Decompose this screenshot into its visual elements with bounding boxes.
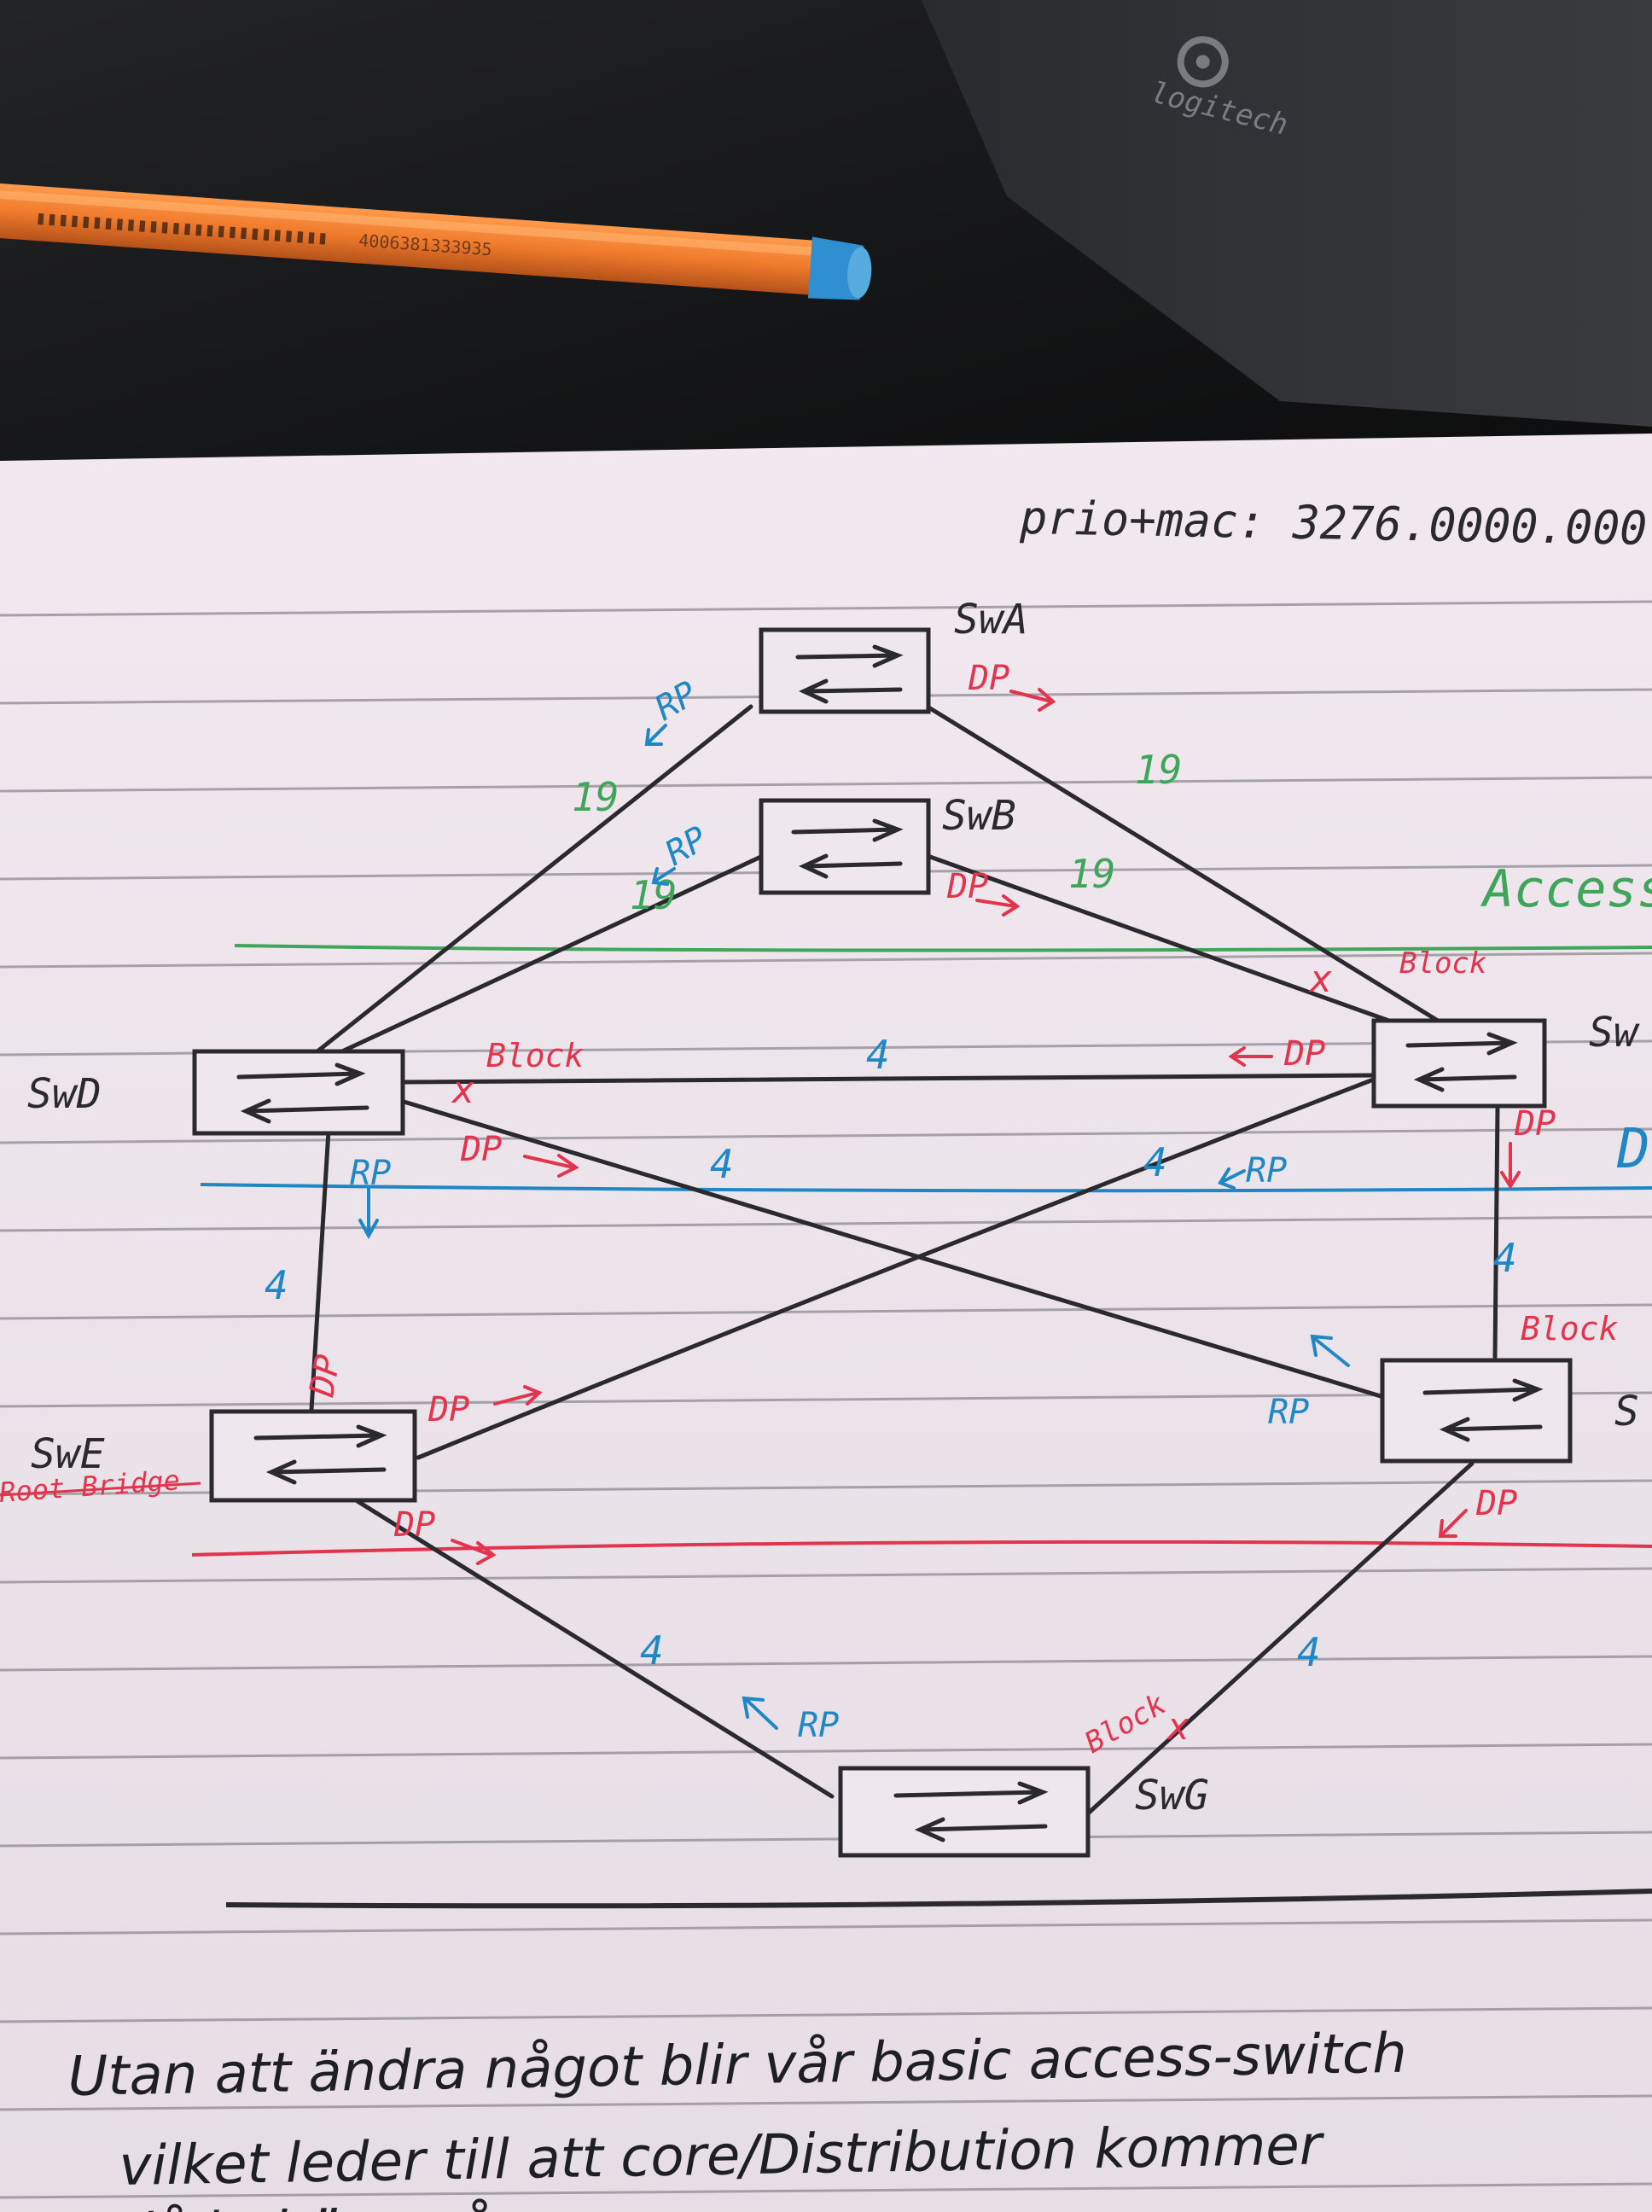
cost-d-c: 4 [866,1032,890,1078]
link-swd-swe [309,1128,331,1412]
page-divider-line [225,1889,1652,1909]
cost-e-g: 4 [640,1627,664,1674]
ruled-line [0,1918,1652,1936]
root-bridge-strike [0,1481,201,1497]
cost-c-f: 4 [1493,1235,1517,1281]
swa-dp: DP [968,659,1009,698]
core-layer-line [191,1540,1652,1557]
cost-c-e: 4 [1143,1139,1167,1185]
link-swb-swc [928,854,1434,1039]
switch-swd [192,1049,405,1136]
link-swa-swc [928,706,1440,1023]
swc-name: Sw [1589,1009,1640,1057]
swg-name: SwG [1135,1772,1209,1819]
swc-block: Block [1399,946,1486,981]
swg-rp: RP [798,1706,839,1745]
switch-swb [759,798,931,895]
switches [192,627,1573,1858]
switch-swf [1380,1358,1573,1464]
ruled-line [0,1567,1652,1584]
notebook-page [0,434,1652,2212]
port-arrows [358,688,1521,1730]
ruled-line [0,2094,1652,2111]
ruled-line [0,1215,1652,1232]
cost-a-d: 19 [572,774,619,820]
link-swc-swe [416,1076,1378,1460]
switch-swg [838,1766,1091,1858]
ruled-line [0,1655,1652,1672]
access-layer-line [234,944,1652,952]
ruled-line [0,776,1652,793]
ruled-line [0,1831,1652,1848]
swd-name: SwD [27,1070,102,1118]
cost-d-f: 4 [710,1141,734,1187]
ruled-line [0,2006,1652,2023]
swf-block: Block [1521,1310,1619,1348]
swe-dp-down: DP [393,1505,435,1545]
swf-name: S [1614,1388,1639,1435]
ruled-line [0,2182,1652,2199]
swd-x: x [451,1068,475,1112]
swc-rp: RP [1246,1151,1287,1190]
swc-dp-down: DP [1514,1104,1556,1144]
swd-dp: DP [460,1130,502,1169]
cost-d-e: 4 [265,1262,288,1308]
switch-swe [209,1409,417,1503]
link-swb-swd [329,853,767,1059]
link-swf-swg [1085,1461,1475,1816]
swg-x: x [1166,1705,1190,1749]
swf-rp: RP [1268,1393,1309,1432]
priority-mac-header: prio+mac: 3276.0000.000 [1019,491,1648,556]
ruled-line [0,952,1652,969]
network-links [288,704,1500,1816]
swf-dp: DP [1475,1484,1517,1523]
ruled-line [0,600,1652,617]
ruled-line [0,1127,1652,1144]
switch-swc [1371,1018,1547,1109]
switch-swa [759,627,931,714]
swa-name: SwA [954,596,1028,643]
swb-name: SwB [942,792,1016,840]
ruled-line [0,1743,1652,1760]
cost-a-c: 19 [1135,747,1182,793]
swc-x: x [1308,958,1333,1001]
ruled-line [0,1303,1652,1320]
swd-rp: RP [350,1154,391,1193]
distribution-layer-line [200,1183,1652,1193]
distribution-layer-label: D [1616,1118,1650,1181]
swe-dp-right: DP [428,1390,469,1429]
swc-dp-left: DP [1283,1034,1325,1074]
cost-b-c: 19 [1068,851,1115,897]
link-swd-swf [398,1098,1383,1399]
cost-f-g: 4 [1297,1629,1321,1675]
link-swd-swc [403,1073,1376,1085]
pen: ▮▮▮▮▮▮▮▮▮▮▮▮▮▮▮▮▮▮▮▮▮▮▮▮▮▮ 4006381333935 [0,182,872,300]
swd-block: Block [486,1037,585,1074]
link-swa-swd [315,704,753,1054]
swe-name: SwE [31,1430,105,1478]
link-swe-swg [288,1457,835,1799]
keyboard [922,0,1652,427]
link-swc-swf [1492,1105,1500,1359]
access-layer-label: Access [1480,859,1652,919]
swe-dp-up: DP [302,1352,348,1400]
